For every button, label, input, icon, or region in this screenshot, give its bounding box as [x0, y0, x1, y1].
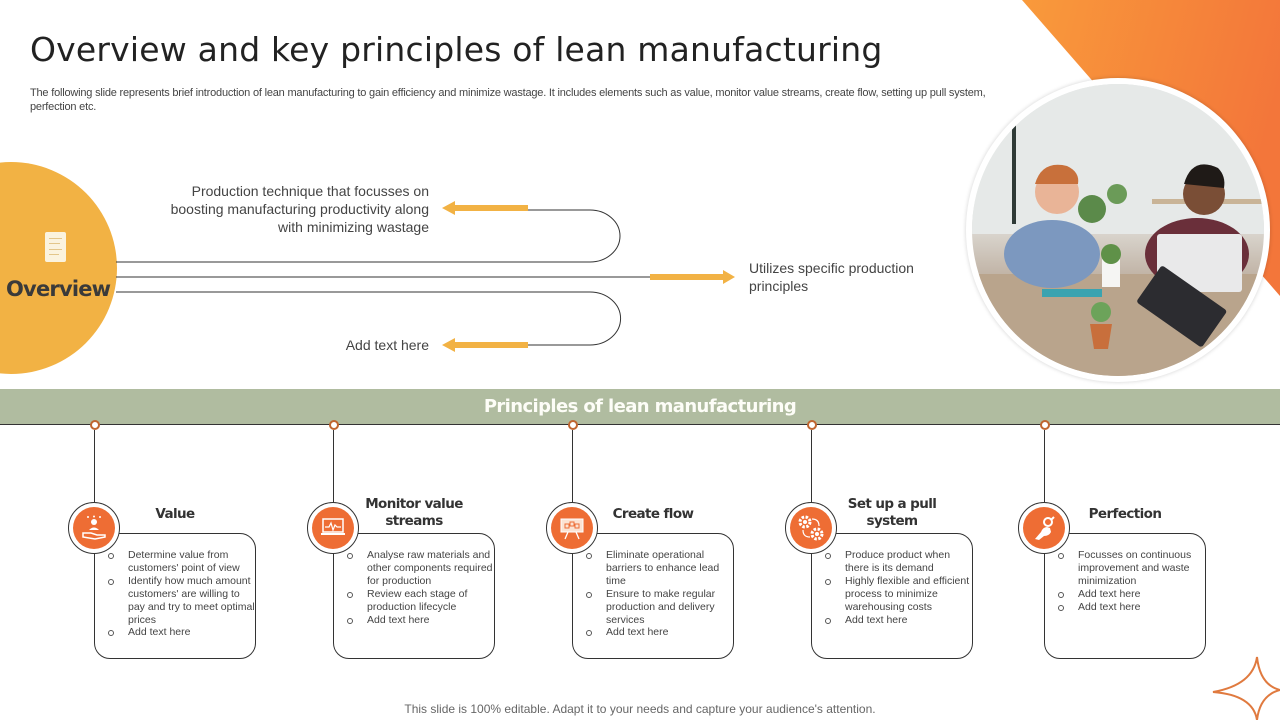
icon-ring	[546, 502, 598, 554]
overview-circle	[0, 162, 117, 374]
bullet-item: Focusses on continuous improvement and w…	[1055, 549, 1205, 588]
timeline-dot	[568, 420, 578, 430]
principle-create-flow: Create flow Eliminate operational barrie…	[538, 420, 758, 665]
monitor-chart-icon	[312, 507, 354, 549]
principles-title: Principles of lean manufacturing	[483, 396, 797, 417]
principle-box	[811, 533, 973, 659]
icon-ring	[68, 502, 120, 554]
arrow-right-middle	[650, 270, 735, 284]
flowchart-board-icon	[551, 507, 593, 549]
principle-box	[333, 533, 495, 659]
principle-monitor-value-streams: Monitor value streams Analyse raw materi…	[299, 420, 519, 665]
overview-point-top: Production technique that focusses on bo…	[170, 183, 429, 235]
bullet-item: Add text here	[344, 614, 494, 627]
bullet-item: Add text here	[105, 626, 255, 639]
principle-title: Set up a pull system	[847, 496, 937, 529]
bullet-item: Identify how much amount customers' are …	[105, 575, 255, 627]
principle-box	[94, 533, 256, 659]
timeline-dot	[90, 420, 100, 430]
overview-point-bottom: Add text here	[345, 337, 429, 353]
timeline-stem	[1044, 430, 1045, 512]
bullet-item: Ensure to make regular production and de…	[583, 588, 733, 627]
timeline-stem	[333, 430, 334, 512]
principle-bullets: Analyse raw materials and other componen…	[344, 549, 494, 626]
principle-bullets: Eliminate operational barriers to enhanc…	[583, 549, 733, 639]
team-meeting-photo	[972, 84, 1264, 376]
principle-pull-system: Set up a pull system Produce product whe…	[777, 420, 997, 665]
bullet-item: Determine value from customers' point of…	[105, 549, 255, 575]
timeline-stem	[572, 430, 573, 512]
arrow-left-bottom	[442, 338, 528, 352]
principle-title: Monitor value streams	[365, 496, 463, 529]
document-icon	[45, 232, 66, 262]
bullet-item: Produce product when there is its demand	[822, 549, 972, 575]
icon-ring	[1018, 502, 1070, 554]
bullet-item: Review each stage of production lifecycl…	[344, 588, 494, 614]
bullet-item: Analyse raw materials and other componen…	[344, 549, 494, 588]
timeline-dot	[329, 420, 339, 430]
principle-value: Value Determine value from customers' po…	[60, 420, 280, 665]
principle-title: Perfection	[1088, 506, 1162, 522]
photo-frame	[966, 78, 1270, 382]
customer-value-icon	[73, 507, 115, 549]
bullet-item: Add text here	[1055, 588, 1205, 601]
sparkle-star-icon	[1212, 656, 1280, 720]
timeline-dot	[807, 420, 817, 430]
arrow-left-top	[442, 201, 528, 215]
principles-band	[0, 389, 1280, 425]
gears-cycle-icon	[790, 507, 832, 549]
principle-box	[572, 533, 734, 659]
principle-perfection: Perfection Focusses on continuous improv…	[1010, 420, 1230, 665]
bullet-item: Highly flexible and efficient process to…	[822, 575, 972, 614]
page-subtitle: The following slide represents brief int…	[30, 87, 986, 113]
principle-bullets: Determine value from customers' point of…	[105, 549, 255, 639]
timeline-stem	[811, 430, 812, 512]
bullet-item: Add text here	[583, 626, 733, 639]
bullet-item: Add text here	[1055, 601, 1205, 614]
icon-ring	[307, 502, 359, 554]
principle-title: Create flow	[612, 506, 694, 522]
principle-title: Value	[155, 506, 195, 522]
timeline-stem	[94, 430, 95, 512]
overview-label: Overview	[6, 277, 111, 301]
footer-note: This slide is 100% editable. Adapt it to…	[404, 702, 876, 716]
bullet-item: Eliminate operational barriers to enhanc…	[583, 549, 733, 588]
principle-box	[1044, 533, 1206, 659]
timeline-dot	[1040, 420, 1050, 430]
principle-bullets: Produce product when there is its demand…	[822, 549, 972, 626]
icon-ring	[785, 502, 837, 554]
bullet-item: Add text here	[822, 614, 972, 627]
overview-point-right: Utilizes specific production principles	[749, 260, 914, 294]
page-title: Overview and key principles of lean manu…	[30, 30, 883, 69]
ok-hand-icon	[1023, 507, 1065, 549]
principle-bullets: Focusses on continuous improvement and w…	[1055, 549, 1205, 614]
